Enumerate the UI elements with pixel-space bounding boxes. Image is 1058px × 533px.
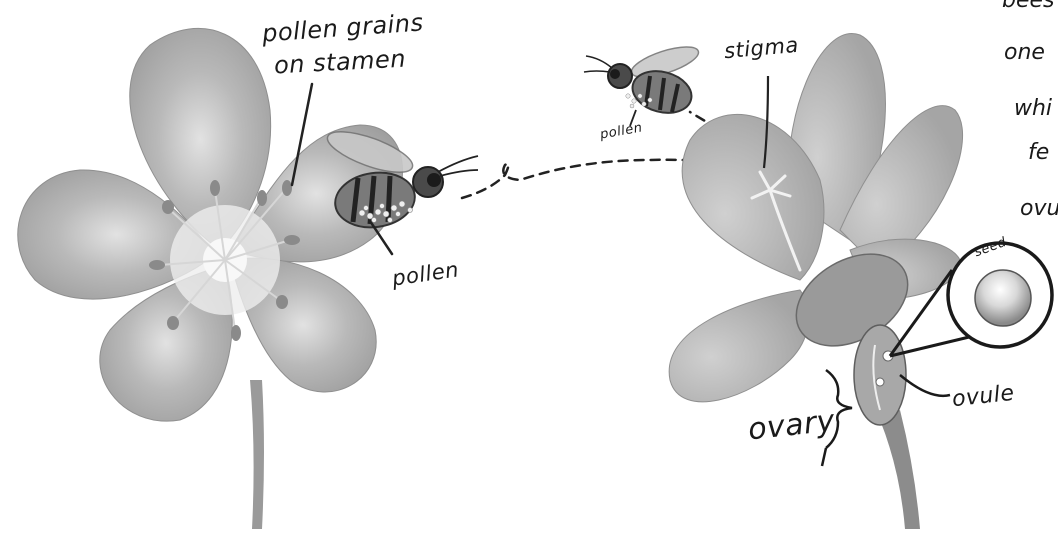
side-text-3: fe (1028, 140, 1049, 165)
side-text-0: bees (1002, 0, 1055, 13)
right-flower-stem (880, 410, 920, 529)
side-text-4: ovu (1020, 196, 1058, 221)
right-petal-bottom (669, 290, 809, 402)
seed-icon (975, 270, 1031, 326)
left-flower (18, 28, 403, 529)
right-bee (584, 41, 702, 126)
right-flower (669, 33, 962, 529)
side-text-2: whi (1014, 96, 1052, 121)
side-text-1: one (1004, 40, 1045, 65)
left-flower-stem (250, 380, 264, 529)
